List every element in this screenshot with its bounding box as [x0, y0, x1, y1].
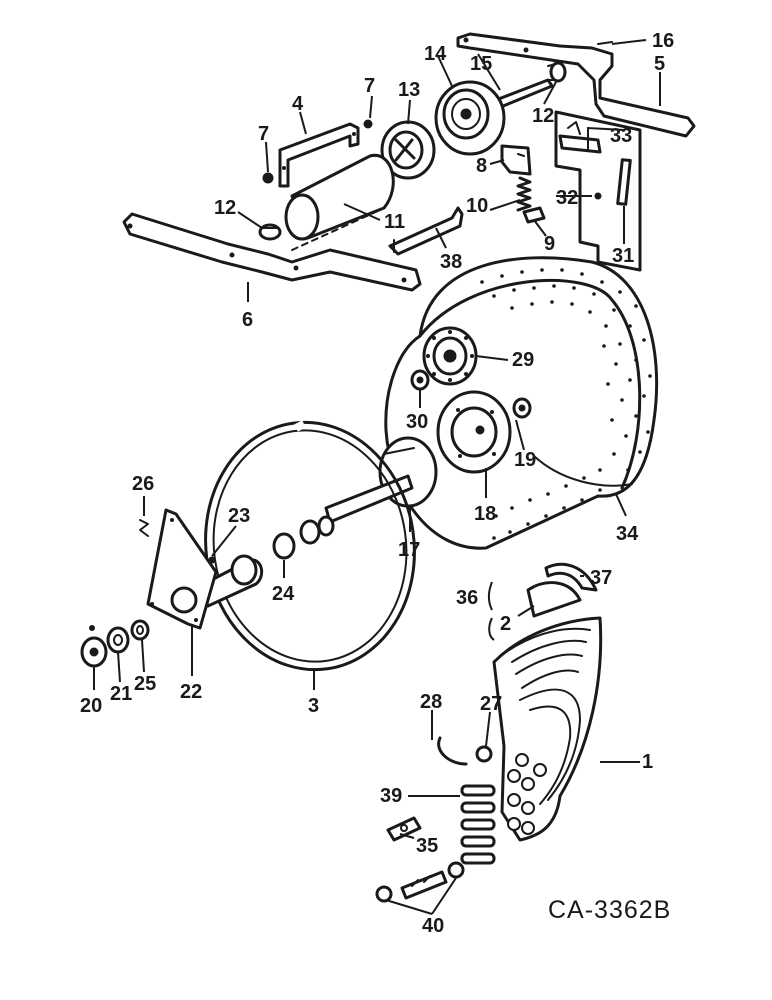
- part-32-screw: [594, 192, 602, 200]
- callout-8: 8: [476, 155, 487, 177]
- part-28-wire: [437, 736, 468, 766]
- callout-24: 24: [272, 583, 295, 605]
- callout-2: 2: [500, 613, 511, 635]
- callout-14: 14: [424, 43, 447, 65]
- callout-15: 15: [470, 53, 492, 75]
- callout-1: 1: [642, 751, 653, 773]
- part-12-bushing-upper: [547, 61, 567, 83]
- callout-5: 5: [654, 53, 665, 75]
- callout-12-upper: 12: [532, 105, 554, 127]
- callout-11: 11: [384, 211, 405, 233]
- callout-36: 36: [456, 587, 478, 609]
- callout-16: 16: [652, 30, 674, 52]
- leader-lines: [93, 39, 661, 915]
- callout-6: 6: [242, 309, 253, 331]
- callout-labels: 16 5 14 15 12 13 7 4 7 33 8 32 10 12 11 …: [80, 30, 674, 937]
- callout-23: 23: [228, 505, 250, 527]
- callout-40: 40: [422, 915, 444, 937]
- callout-13: 13: [398, 79, 420, 101]
- callout-26: 26: [132, 473, 154, 495]
- callout-34: 34: [616, 523, 639, 545]
- part-20-washer: [80, 625, 108, 668]
- callout-4: 4: [292, 93, 304, 115]
- callout-17: 17: [398, 539, 420, 561]
- part-7-nut-a: [363, 119, 373, 129]
- callout-3: 3: [308, 695, 319, 717]
- part-27-ring: [475, 745, 493, 763]
- part-38-bracket: [388, 206, 464, 256]
- callout-10: 10: [466, 195, 488, 217]
- callout-18: 18: [474, 503, 496, 525]
- part-1-finger-assembly: [492, 616, 603, 842]
- callout-20: 20: [80, 695, 102, 717]
- part-18-hub: [436, 390, 512, 474]
- callout-28: 28: [420, 691, 442, 713]
- part-35-pin: [386, 816, 422, 842]
- part-10-spring: [516, 176, 532, 212]
- part-16-pin: [597, 41, 613, 45]
- callout-32: 32: [556, 187, 578, 209]
- callout-37: 37: [590, 567, 612, 589]
- part-40-rod: [375, 861, 465, 903]
- part-22-plate: [146, 508, 218, 630]
- part-9-clip: [522, 206, 546, 224]
- part-12-bushing-lower: [258, 223, 282, 241]
- part-6-arm: [122, 212, 422, 292]
- part-37-shield: [544, 562, 598, 592]
- drum-perforations: [480, 268, 652, 540]
- part-2-shield: [526, 581, 582, 618]
- part-14-pulley: [434, 80, 506, 156]
- callout-27: 27: [480, 693, 502, 715]
- callout-38: 38: [440, 251, 462, 273]
- part-26-clip: [139, 519, 149, 537]
- callout-31: 31: [612, 245, 634, 267]
- callout-25: 25: [134, 673, 156, 695]
- callout-19: 19: [514, 449, 536, 471]
- part-24-bushing: [272, 515, 335, 560]
- part-11-cylinder: [284, 153, 395, 251]
- callout-22: 22: [180, 681, 202, 703]
- part-39-sleeves: [460, 784, 496, 865]
- part-33-clip: [558, 121, 602, 154]
- part-23-tube: [198, 554, 264, 608]
- callout-7-lower: 7: [258, 123, 269, 145]
- part-25-washer: [130, 619, 150, 641]
- part-30-nut: [410, 369, 430, 391]
- part-19-nut: [512, 397, 532, 419]
- diagram-code: CA-3362B: [548, 896, 671, 924]
- callout-29: 29: [512, 349, 534, 371]
- part-29-sprocket: [422, 326, 478, 386]
- part-8-bracket: [500, 144, 532, 176]
- callout-9: 9: [544, 233, 555, 255]
- callout-35: 35: [416, 835, 438, 857]
- part-21-washer: [106, 626, 130, 654]
- callout-21: 21: [110, 683, 132, 705]
- part-4-bracket: [278, 122, 360, 188]
- callout-30: 30: [406, 411, 428, 433]
- callout-33: 33: [610, 125, 632, 147]
- callout-7-upper: 7: [364, 75, 375, 97]
- callout-39: 39: [380, 785, 402, 807]
- part-31-plate: [554, 110, 642, 272]
- callout-12-lower: 12: [214, 197, 236, 219]
- part-7-nut-b: [262, 172, 274, 184]
- part-5-arm: [456, 32, 696, 138]
